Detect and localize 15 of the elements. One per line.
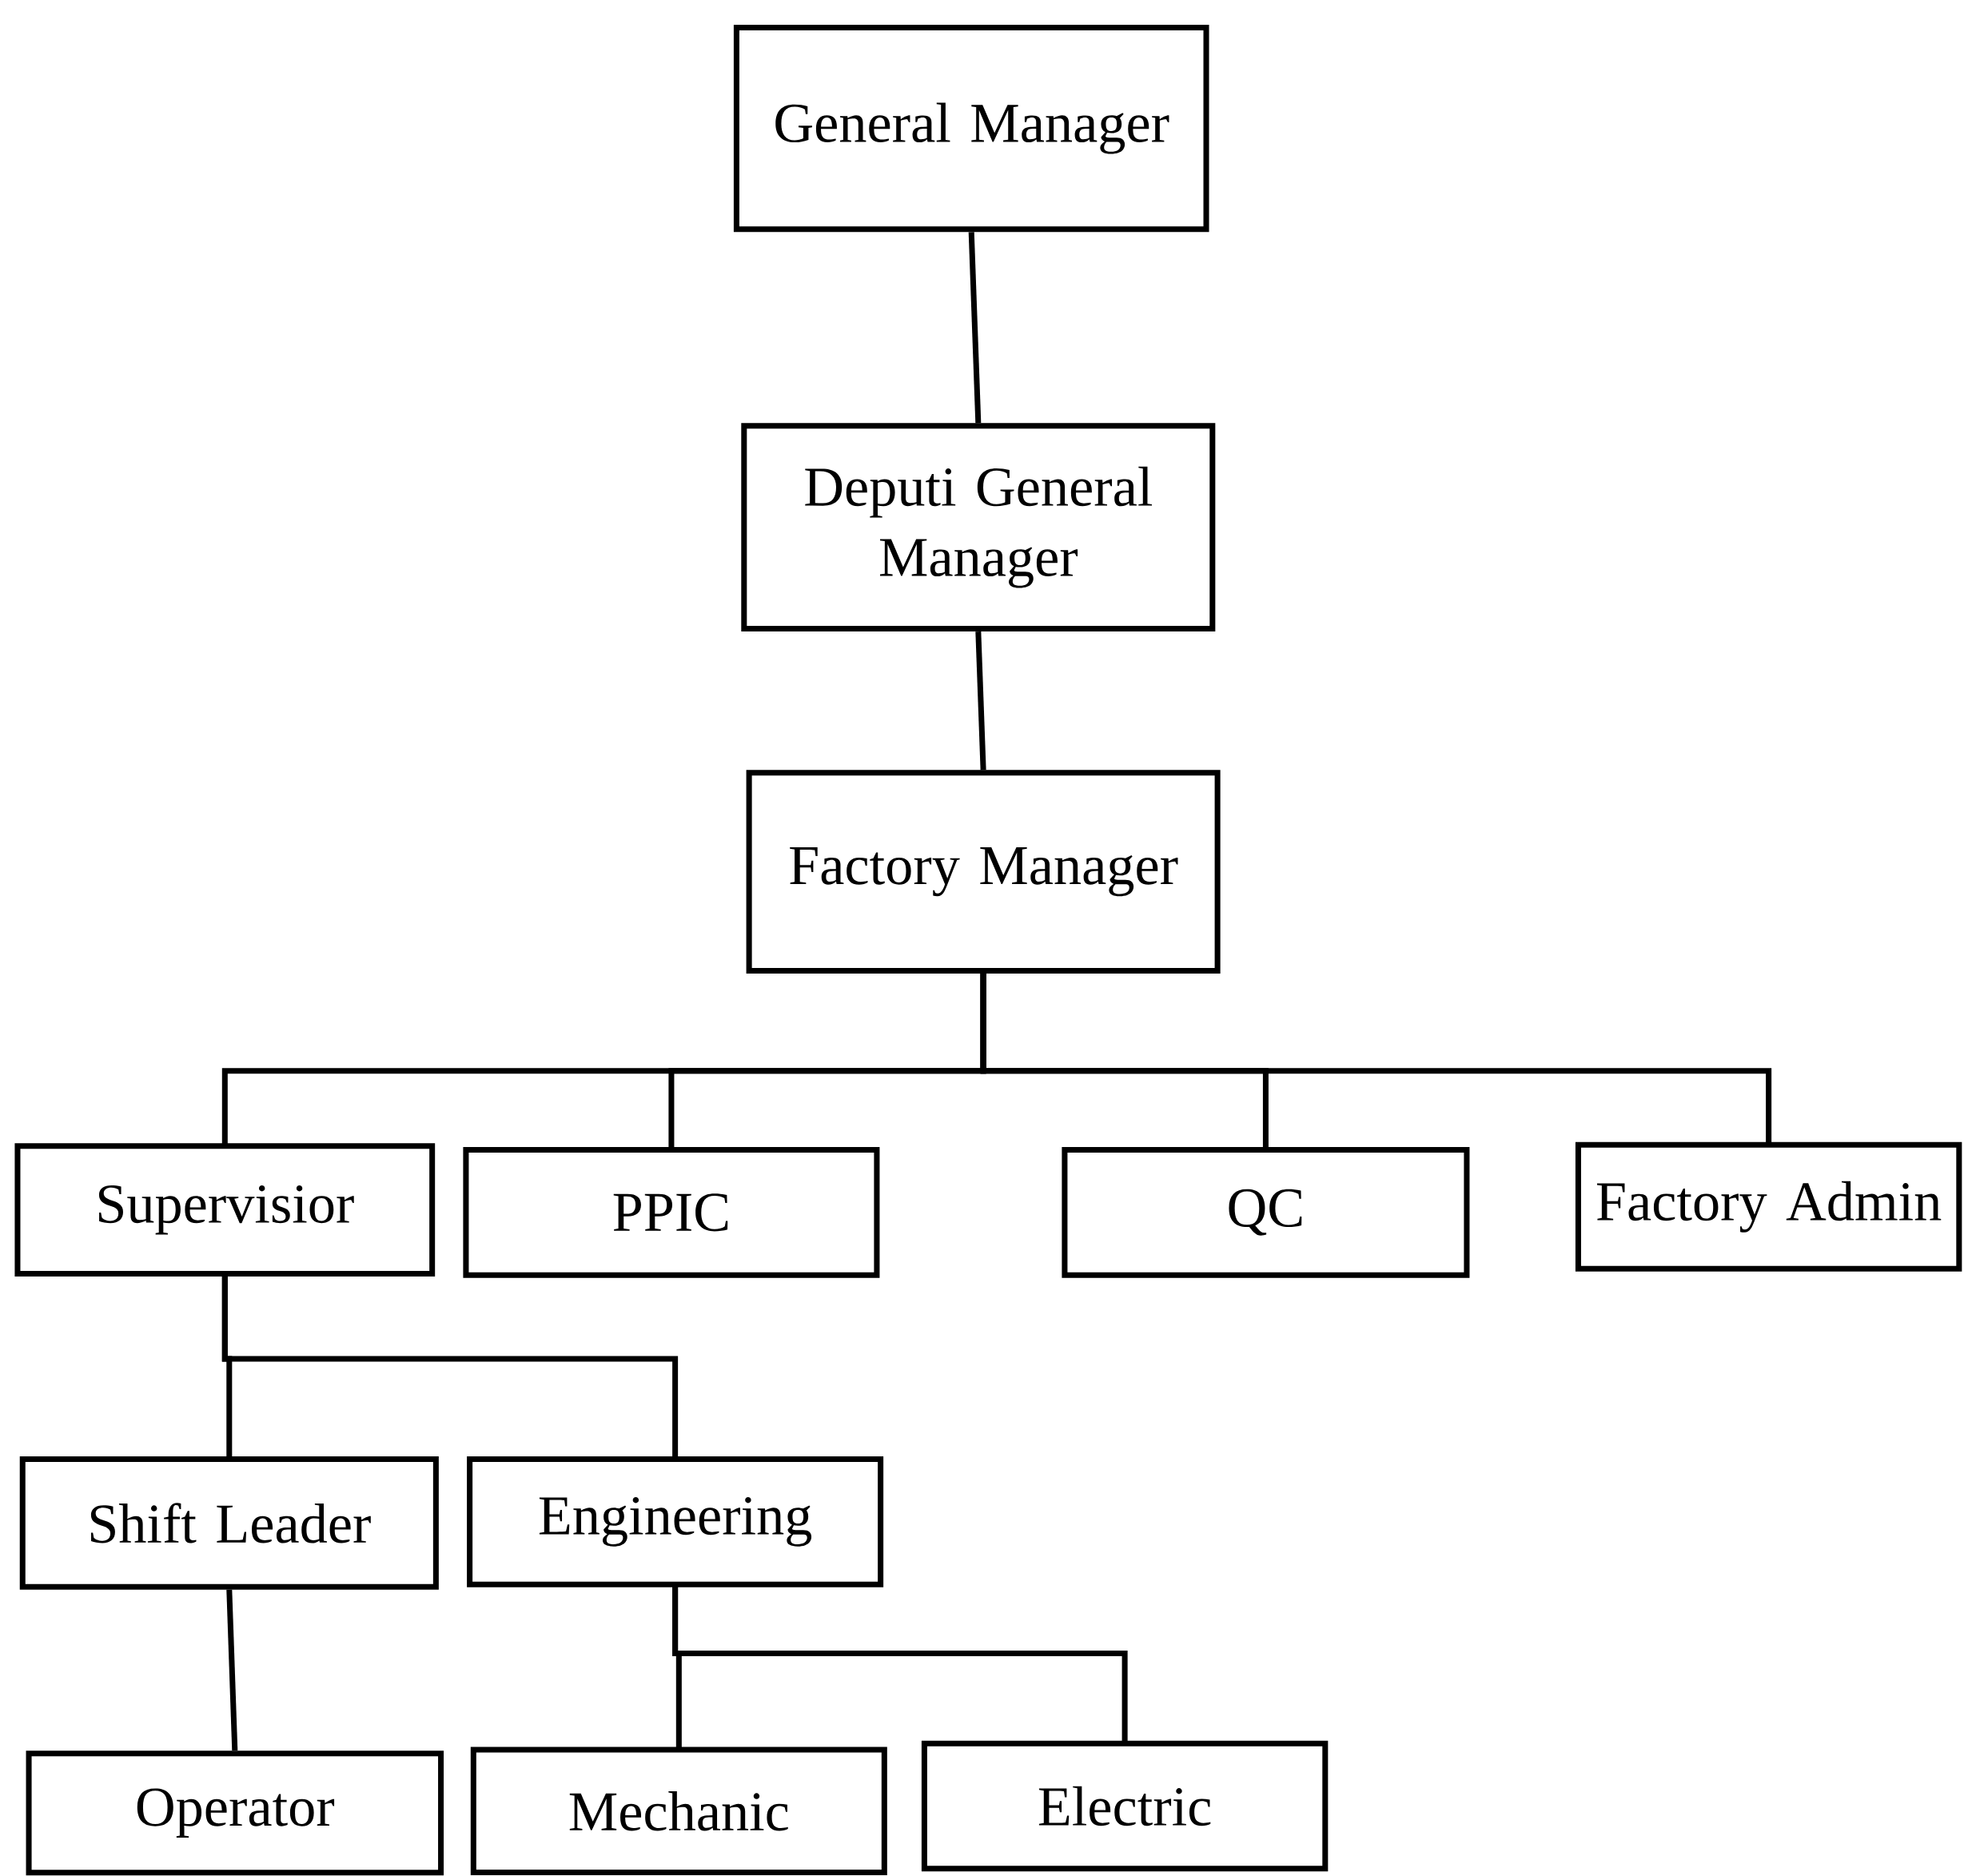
- connector-line: [975, 631, 986, 771]
- org-box: Shift Leader: [19, 1456, 439, 1590]
- connector-line: [226, 1589, 238, 1751]
- org-box: PPIC: [463, 1146, 880, 1278]
- org-box: Factory Manager: [746, 770, 1221, 974]
- org-box: Electric: [921, 1740, 1329, 1872]
- org-box: Mechanic: [470, 1747, 887, 1875]
- connector-line: [968, 231, 982, 424]
- org-box: Factory Admin: [1575, 1141, 1962, 1272]
- org-box: Operator: [26, 1751, 444, 1876]
- org-box: QC: [1062, 1146, 1470, 1278]
- org-box: Engineering: [467, 1456, 884, 1587]
- org-box: General Manager: [733, 24, 1209, 233]
- org-box: Deputi General Manager: [741, 423, 1216, 631]
- org-box: Supervisior: [14, 1143, 436, 1277]
